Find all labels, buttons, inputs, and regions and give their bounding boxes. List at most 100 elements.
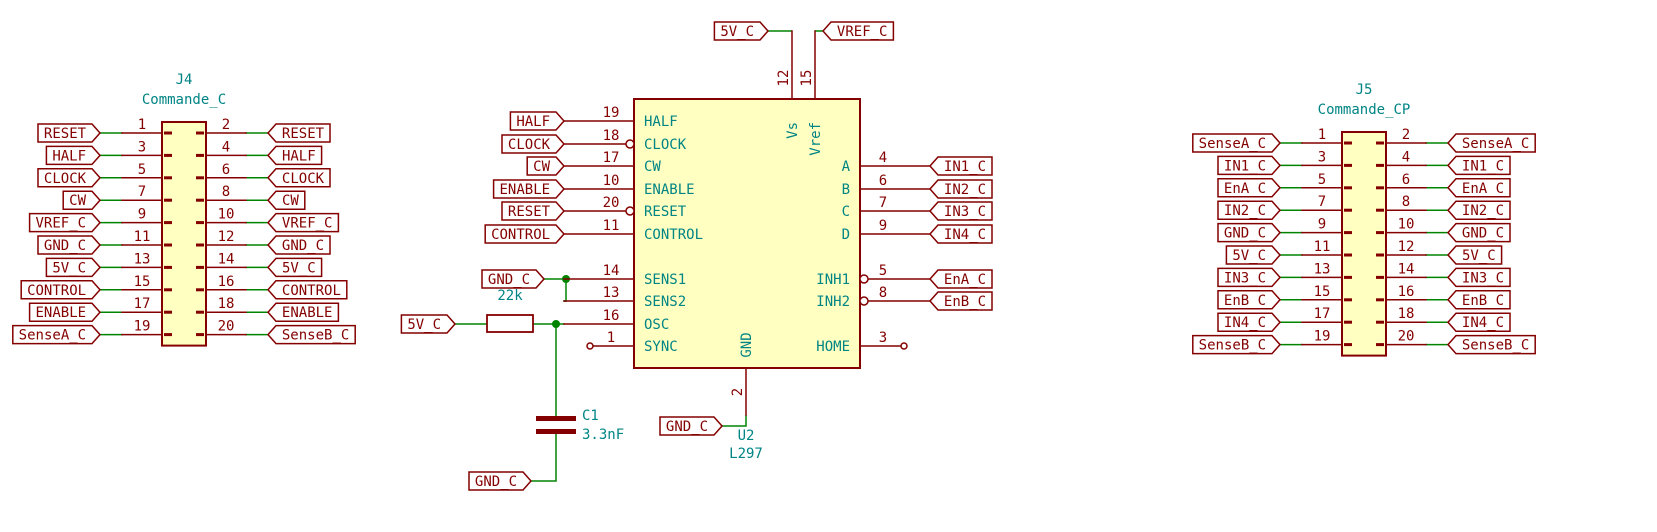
net-label-flag [266,123,331,143]
net-label: IN1_C [1446,155,1511,176]
net-label-text: CLOCK [282,171,325,187]
pin-number: 13 [1314,261,1331,277]
net-label-text: SenseB_C [1199,338,1266,354]
net-label: GND_C [37,235,102,255]
pin-number: 3 [1318,149,1326,165]
pin-stub [1344,163,1352,167]
net-label-text: GND_C [475,474,517,490]
pin-stub [1344,253,1352,257]
net-label-text: 5V_C [1232,248,1266,264]
pin-stub [164,333,172,337]
net-label-text: IN3_C [1462,270,1504,286]
pin-stub [164,265,172,269]
net-label: 5V_C [45,257,102,278]
net-label-text: 5V_C [407,317,441,333]
pin-number: 12 [218,229,235,245]
net-label-text: IN1_C [944,159,986,175]
net-label: CONTROL [266,280,348,300]
net-label-text: 5V_C [1462,248,1496,264]
net-label: IN2_C [1446,200,1511,220]
net-label: SenseA_C [12,324,102,345]
pin-name: INH1 [816,272,850,288]
net-label-text: HALF [52,148,86,164]
net-label: GND_C [1217,222,1282,243]
inverter-bubble [625,206,635,216]
pin-stub [1376,231,1384,235]
pin-stub [1344,320,1352,324]
net-label: 5V_C [1446,245,1503,265]
pin-number: 3 [879,330,887,346]
j4-body [161,121,207,347]
pin-stub [196,198,204,202]
inverter-bubble [859,274,869,284]
pin-stub [164,176,172,180]
net-label: EnB_C [1217,290,1282,310]
net-label-flag [1446,222,1511,243]
net-label-text: ENABLE [282,305,333,321]
pin-stub [1344,275,1352,279]
net-label: SenseB_C [1192,334,1282,355]
r3-value: 22k [497,288,523,304]
pin-number: 10 [603,173,620,189]
pin-stub [1344,231,1352,235]
inverter-bubble [859,296,869,306]
j5-body [1341,131,1387,357]
net-label-text: CW [282,193,299,209]
net-label-flag [501,134,566,154]
net-label: 5V_C [713,21,770,41]
pin-number: 2 [730,388,746,396]
net-label: EnA_C [1217,178,1282,198]
pin-stub [164,153,172,157]
pin-number: 1 [1318,127,1326,143]
net-label-flag [468,471,533,491]
net-label-flag [1446,312,1511,332]
c1-value: 3.3nF [582,427,624,443]
net-label: CLOCK [266,168,331,188]
pin-number: 2 [1402,127,1410,143]
pin-number: 7 [138,184,146,200]
wire [531,434,557,482]
u2-body [633,98,861,369]
net-label-text: EnA_C [1224,181,1266,197]
net-label-text: CLOCK [44,171,87,187]
pin-number: 8 [879,285,887,301]
net-label-flag [1446,155,1511,176]
pin-number: 15 [799,70,815,87]
pin-stub [164,221,172,225]
net-label: VREF_C [266,212,340,233]
pin-number: 4 [222,139,230,155]
net-label: IN3_C [1217,267,1282,288]
net-label-flag [1446,334,1536,355]
net-label: GND_C [481,269,546,289]
net-label: VREF_C [28,212,102,233]
pin-number: 9 [879,218,887,234]
net-label-flag [713,21,770,41]
pin-stub [1376,343,1384,347]
net-label-flag [37,168,102,188]
c1-capacitor: C13.3nF [536,408,624,443]
pin-name: CONTROL [644,227,703,243]
net-label-flag [266,324,356,345]
net-label-text: GND_C [1224,226,1266,242]
j5-ref: J5 [1356,82,1373,98]
pin-stub [164,198,172,202]
inverter-bubble [625,139,635,149]
net-label-text: CONTROL [27,283,86,299]
pin-name: HALF [644,114,678,130]
pin-name: SYNC [644,339,678,355]
pin-number: 10 [1398,217,1415,233]
net-label-flag [1217,178,1282,198]
pin-stub [1344,298,1352,302]
net-label-flag [509,111,566,131]
net-label-text: EnA_C [944,272,986,288]
pin-stub [164,243,172,247]
pin-number: 3 [138,139,146,155]
net-label-flag [1446,290,1511,310]
pin-number: 8 [222,184,230,200]
net-label-text: VREF_C [837,24,888,40]
pin-stub [1344,343,1352,347]
